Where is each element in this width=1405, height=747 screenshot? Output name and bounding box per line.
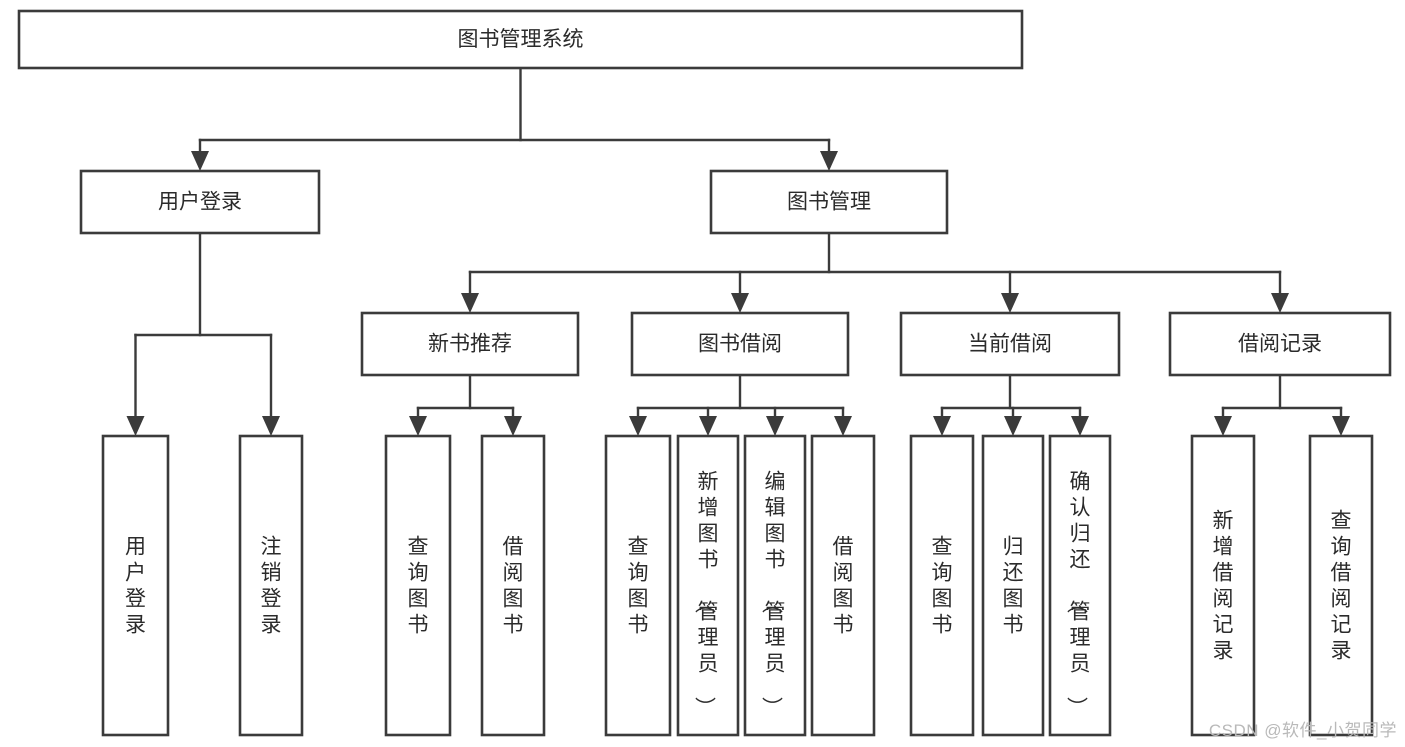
- node-label-确认归还管理员: 确认归还（管理员）: [1065, 471, 1091, 718]
- node-box-新增借阅记录[interactable]: [1190, 434, 1256, 737]
- node-box-查询借阅记录[interactable]: [1308, 434, 1374, 737]
- node-label-查询图书: 查询图书: [932, 536, 953, 637]
- node-box-图书管理系统[interactable]: [17, 9, 1024, 70]
- node-leaf-4[interactable]: 查询图书: [604, 434, 672, 737]
- node-label-用户登录: 用户登录: [158, 191, 242, 214]
- arrow-head-icon-g1-3: [834, 416, 852, 436]
- node-box-归还图书[interactable]: [981, 434, 1045, 737]
- node-label-新增借阅记录: 新增借阅记录: [1213, 510, 1234, 663]
- arrow-head-icon-book-manage-1: [731, 293, 749, 313]
- node-label-当前借阅: 当前借阅: [968, 333, 1052, 356]
- node-label-图书管理: 图书管理: [787, 191, 871, 214]
- arrow-head-icon-g3-0: [1214, 416, 1232, 436]
- arrow-head-icon-g1-0: [629, 416, 647, 436]
- node-box-图书借阅[interactable]: [630, 311, 850, 377]
- node-label-注销登录: 注销登录: [261, 536, 282, 637]
- node-leaf-1[interactable]: 注销登录: [238, 434, 304, 737]
- node-box-借阅记录[interactable]: [1168, 311, 1392, 377]
- node-box-图书管理[interactable]: [709, 169, 949, 235]
- arrow-head-icon-user-login-1: [262, 416, 280, 436]
- node-box-借阅图书[interactable]: [480, 434, 546, 737]
- node-leaf-5[interactable]: 新增图书（管理员）: [676, 434, 740, 737]
- node-label-借阅记录: 借阅记录: [1238, 333, 1322, 356]
- node-label-归还图书: 归还图书: [1003, 536, 1024, 637]
- node-level3-3[interactable]: 借阅记录: [1168, 311, 1392, 377]
- arrow-head-icon-user-login-0: [126, 416, 145, 436]
- node-box-用户登录[interactable]: [101, 434, 170, 737]
- node-box-注销登录[interactable]: [238, 434, 304, 737]
- node-box-新增图书管理员[interactable]: [676, 434, 740, 737]
- node-leaf-10[interactable]: 确认归还（管理员）: [1048, 434, 1112, 737]
- node-level3-1[interactable]: 图书借阅: [630, 311, 850, 377]
- node-leaf-11[interactable]: 新增借阅记录: [1190, 434, 1256, 737]
- watermark-text: CSDN @软件_小贺同学: [1208, 721, 1397, 740]
- node-root-0[interactable]: 图书管理系统: [17, 9, 1024, 70]
- node-label-编辑图书管理员: 编辑图书（管理员）: [760, 471, 786, 718]
- node-label-图书管理系统: 图书管理系统: [458, 28, 584, 51]
- arrow-head-icon-book-manage-2: [1001, 293, 1019, 313]
- node-leaf-2[interactable]: 查询图书: [384, 434, 452, 737]
- node-leaf-6[interactable]: 编辑图书（管理员）: [743, 434, 807, 737]
- node-label-查询图书: 查询图书: [408, 536, 429, 637]
- node-leaf-8[interactable]: 查询图书: [909, 434, 975, 737]
- arrow-head-icon-g0-1: [504, 416, 522, 436]
- arrow-head-icon-g0-0: [409, 416, 427, 436]
- node-leaf-12[interactable]: 查询借阅记录: [1308, 434, 1374, 737]
- node-leaf-0[interactable]: 用户登录: [101, 434, 170, 737]
- node-box-确认归还管理员[interactable]: [1048, 434, 1112, 737]
- node-label-新增图书管理员: 新增图书（管理员）: [693, 471, 719, 718]
- node-label-用户登录: 用户登录: [125, 536, 146, 637]
- node-box-借阅图书[interactable]: [810, 434, 876, 737]
- node-leaf-3[interactable]: 借阅图书: [480, 434, 546, 737]
- node-label-新书推荐: 新书推荐: [428, 333, 512, 356]
- node-box-查询图书[interactable]: [604, 434, 672, 737]
- arrow-head-icon-g2-1: [1004, 416, 1022, 436]
- connector-layer: [126, 66, 1350, 436]
- node-level2-1[interactable]: 图书管理: [709, 169, 949, 235]
- arrow-head-icon-g1-2: [766, 416, 784, 436]
- node-box-用户登录[interactable]: [79, 169, 321, 235]
- node-box-查询图书[interactable]: [384, 434, 452, 737]
- arrow-head-icon-root-0: [191, 151, 209, 171]
- node-level3-2[interactable]: 当前借阅: [899, 311, 1121, 377]
- node-label-借阅图书: 借阅图书: [833, 536, 854, 637]
- node-level3-0[interactable]: 新书推荐: [360, 311, 580, 377]
- node-label-查询图书: 查询图书: [628, 536, 649, 637]
- node-box-编辑图书管理员[interactable]: [743, 434, 807, 737]
- arrow-head-icon-g1-1: [699, 416, 717, 436]
- arrow-head-icon-book-manage-3: [1271, 293, 1289, 313]
- arrow-head-icon-root-1: [820, 151, 838, 171]
- node-box-新书推荐[interactable]: [360, 311, 580, 377]
- arrow-head-icon-g2-2: [1071, 416, 1089, 436]
- arrow-head-icon-g2-0: [933, 416, 951, 436]
- arrow-head-icon-g3-1: [1332, 416, 1350, 436]
- node-box-当前借阅[interactable]: [899, 311, 1121, 377]
- node-leaf-7[interactable]: 借阅图书: [810, 434, 876, 737]
- node-box-查询图书[interactable]: [909, 434, 975, 737]
- arrow-head-icon-book-manage-0: [461, 293, 479, 313]
- node-label-图书借阅: 图书借阅: [698, 333, 782, 356]
- node-leaf-9[interactable]: 归还图书: [981, 434, 1045, 737]
- node-label-借阅图书: 借阅图书: [503, 536, 524, 637]
- node-label-查询借阅记录: 查询借阅记录: [1331, 510, 1352, 663]
- node-level2-0[interactable]: 用户登录: [79, 169, 321, 235]
- node-layer: 新书推荐图书借阅当前借阅借阅记录用户登录图书管理图书管理系统用户登录注销登录查询…: [17, 9, 1392, 737]
